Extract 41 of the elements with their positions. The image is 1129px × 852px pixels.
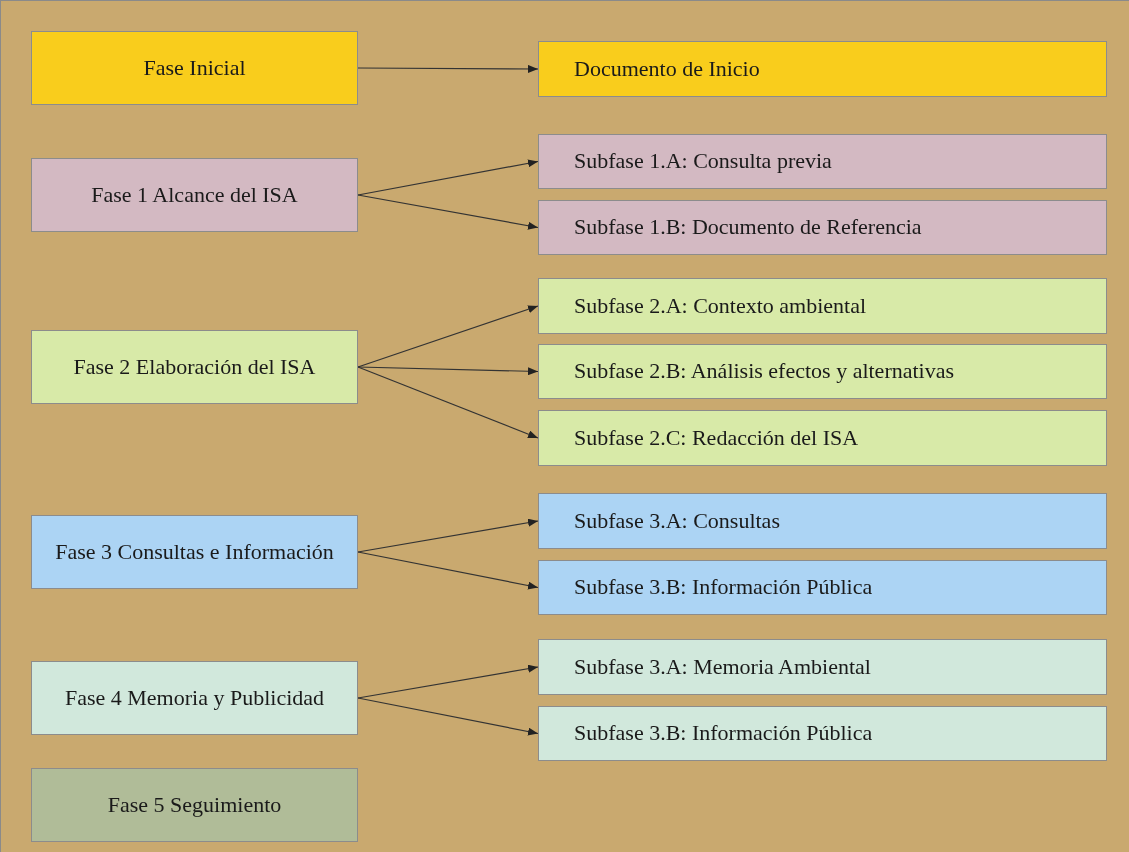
arrow [357, 159, 539, 196]
subphase-box [538, 560, 1107, 615]
subphase-box [538, 200, 1107, 255]
arrow [357, 664, 539, 699]
subphase-box [538, 706, 1107, 761]
box-label: Subfase 2.B: Análisis efectos y alternativas [574, 357, 955, 386]
arrow [357, 366, 539, 376]
box-label: Subfase 3.B: Información Pública [574, 573, 873, 602]
box-label: Fase 4 Memoria y Publicidad [64, 683, 325, 712]
box-label: Subfase 2.C: Redacción del ISA [574, 423, 859, 452]
arrow [357, 64, 539, 73]
phase-box [31, 661, 358, 735]
box-label: Subfase 3.B: Información Pública [574, 719, 873, 748]
box-label: Fase 5 Seguimiento [107, 790, 282, 819]
subphase-box [538, 278, 1107, 334]
subphase-box [538, 134, 1107, 189]
arrow [357, 366, 539, 439]
arrow [357, 518, 539, 553]
box-label: Subfase 1.A: Consulta previa [574, 147, 832, 176]
subphase-box [538, 639, 1107, 695]
box-label: Subfase 3.A: Consultas [574, 506, 780, 535]
phase-box [31, 768, 358, 842]
subphase-box [538, 344, 1107, 399]
subphase-box [538, 41, 1107, 97]
phase-box [31, 158, 358, 232]
box-label: Subfase 2.A: Contexto ambiental [574, 291, 867, 320]
arrow [357, 194, 539, 230]
subphase-box [538, 410, 1107, 466]
phase-box [31, 31, 358, 105]
phase-box [31, 515, 358, 589]
phase-box [31, 330, 358, 404]
box-label: Fase Inicial [143, 53, 246, 82]
box-label: Fase 1 Alcance del ISA [91, 180, 298, 209]
box-label: Fase 2 Elaboración del ISA [73, 352, 316, 381]
arrow [357, 697, 539, 736]
box-label: Subfase 1.B: Documento de Referencia [574, 213, 922, 242]
arrow [357, 551, 539, 590]
box-label: Documento de Inicio [574, 54, 760, 83]
subphase-box [538, 493, 1107, 549]
box-label: Subfase 3.A: Memoria Ambiental [574, 652, 871, 681]
box-label: Fase 3 Consultas e Información [55, 537, 334, 566]
